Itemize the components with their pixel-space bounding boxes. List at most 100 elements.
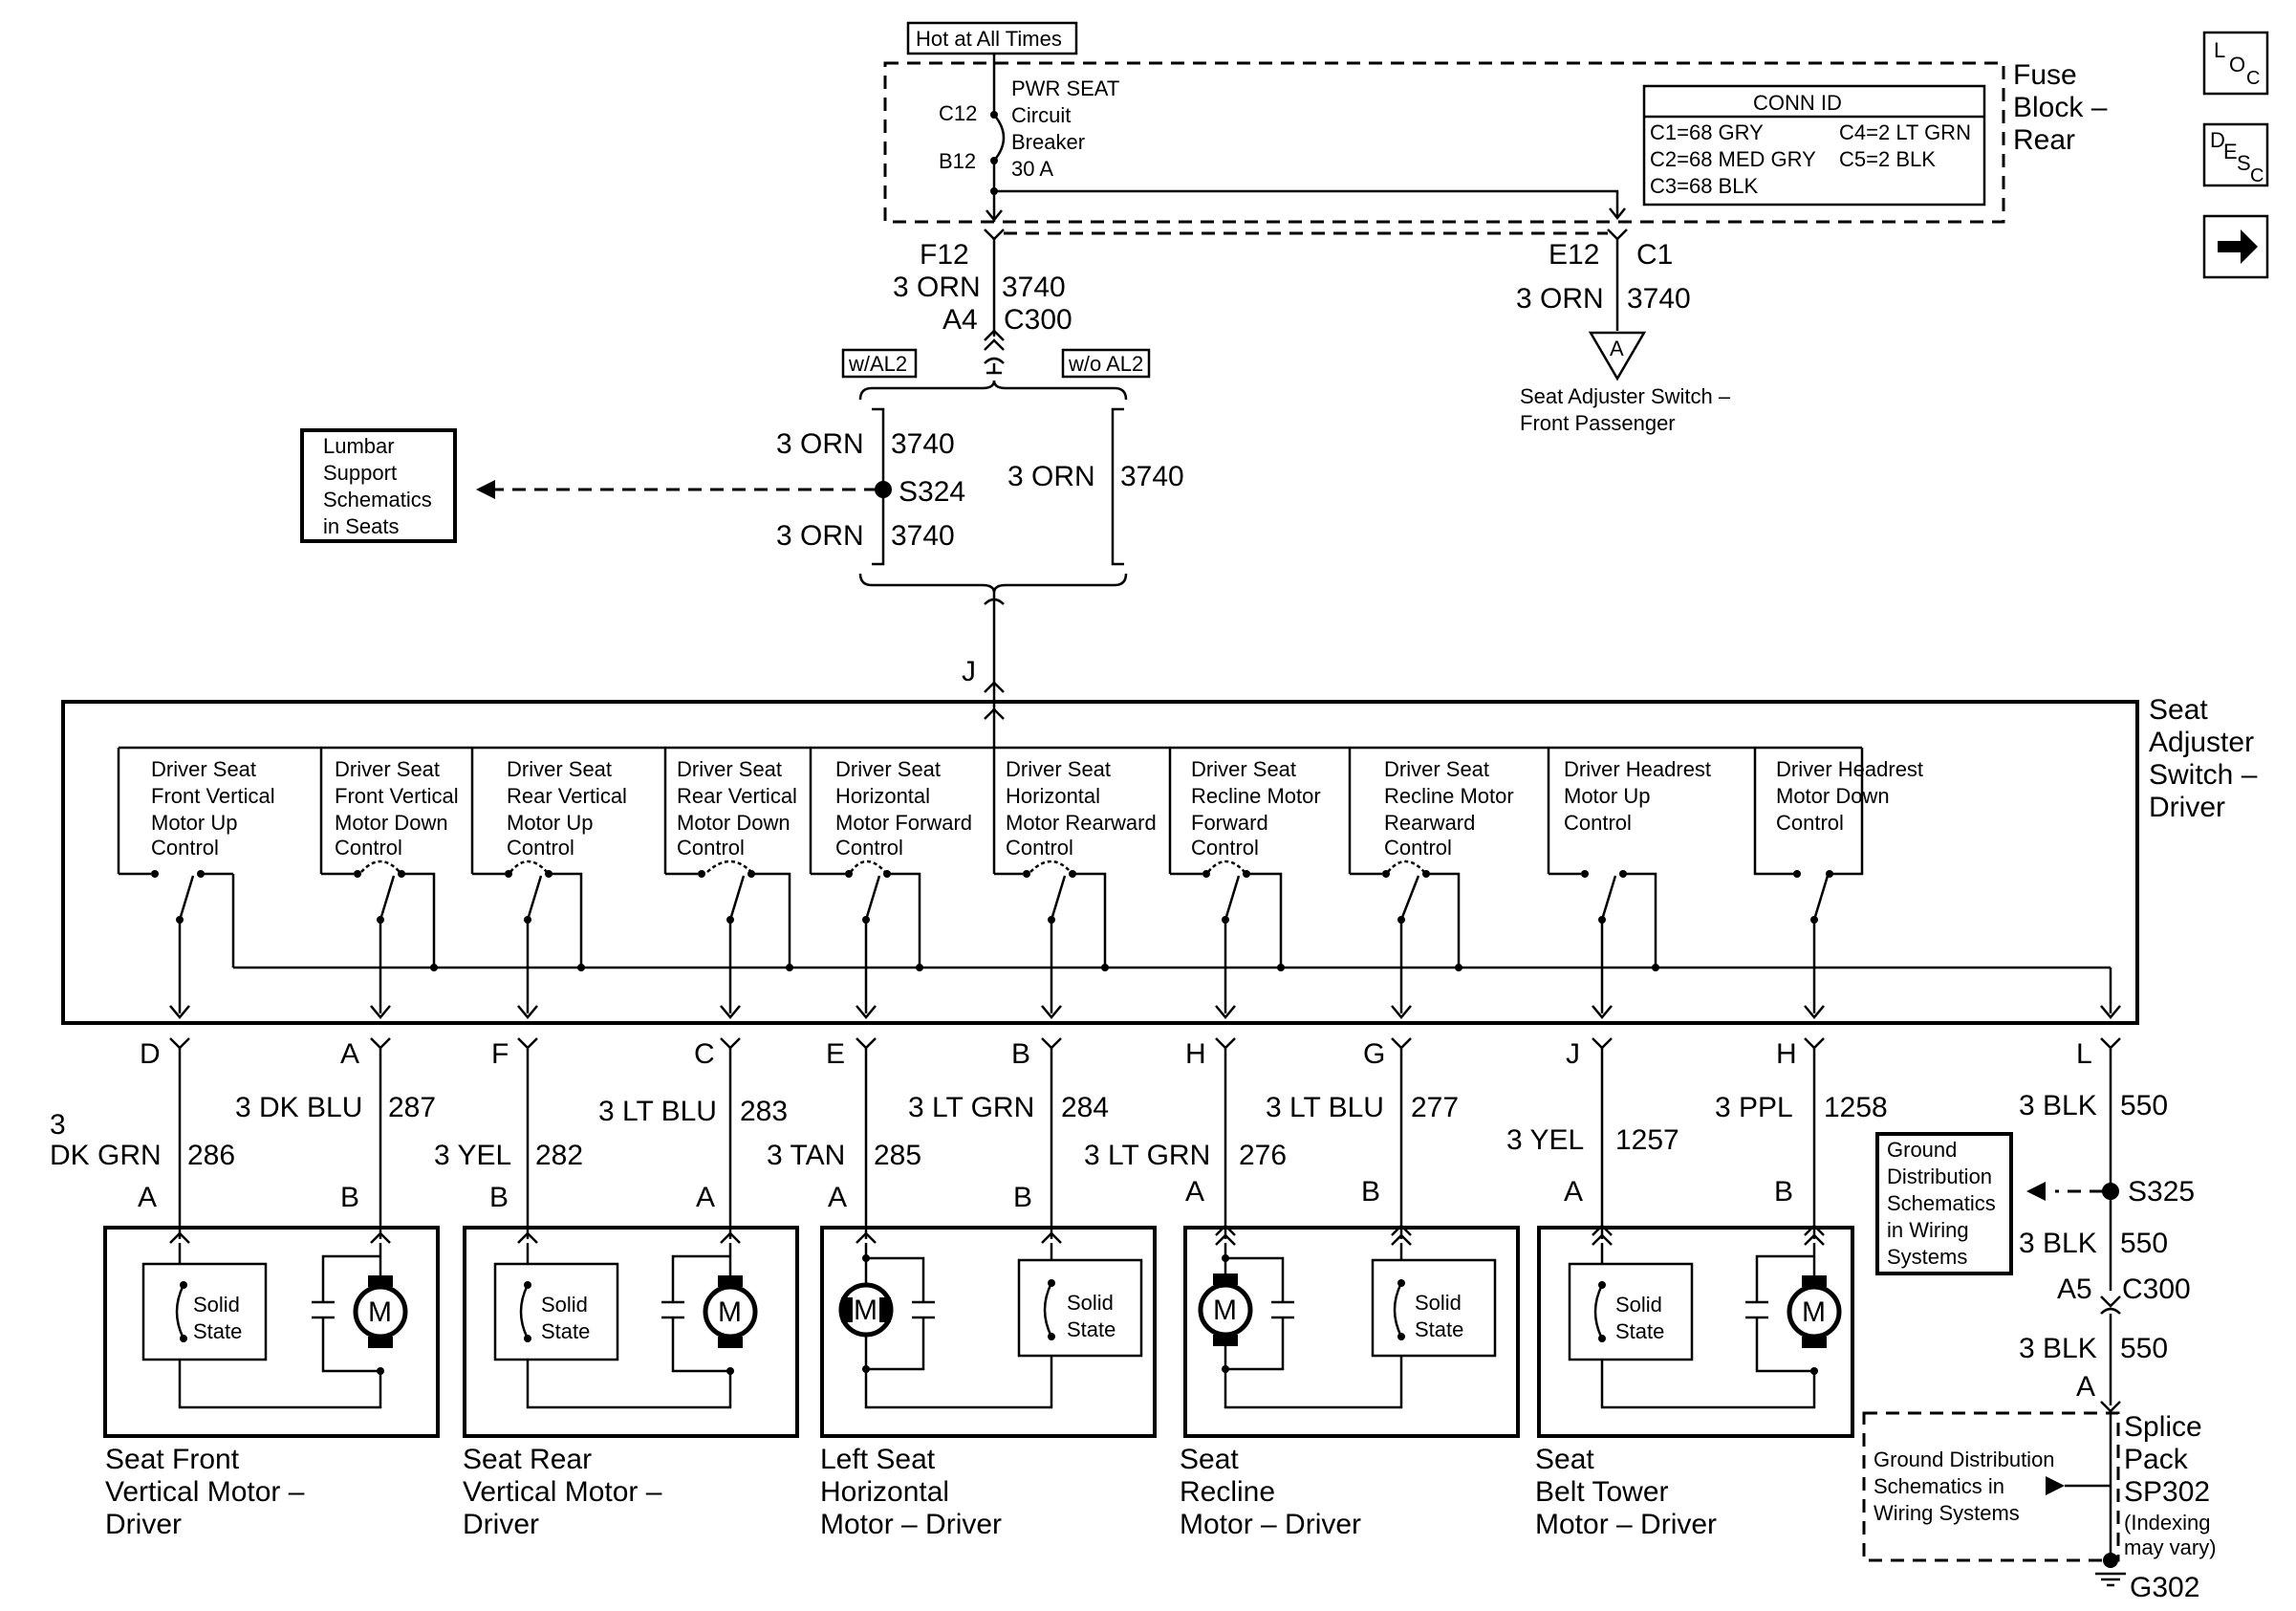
conn-c1: C1 xyxy=(1636,239,1673,271)
feed-wire-left: 3 ORN xyxy=(893,272,981,303)
svg-text:E: E xyxy=(2223,140,2238,163)
out7-wire: 3 LT GRN xyxy=(1084,1140,1210,1171)
motor3-name-1: Left Seat xyxy=(820,1444,936,1475)
ground-circuit-1: 550 xyxy=(2120,1090,2168,1121)
switch-front-up[interactable] xyxy=(117,748,233,1019)
switch-rear-down[interactable] xyxy=(663,748,793,1019)
out7-motor-pin: A xyxy=(1185,1176,1204,1208)
sw1-l2: Front Vertical xyxy=(151,784,275,808)
splice-top-wire: 3 ORN xyxy=(776,428,864,460)
sw4-l3: Motor Down xyxy=(677,811,791,835)
motor1-name-3: Driver xyxy=(105,1509,182,1540)
out9-wire: 3 YEL xyxy=(1506,1124,1584,1156)
switch-headrest-up[interactable] xyxy=(1547,748,1659,1019)
switch-front-down[interactable] xyxy=(319,748,438,1019)
lumbar-label-4: in Seats xyxy=(323,514,400,538)
solid-state-3a: Solid xyxy=(1067,1291,1114,1315)
ground-wire-2: 3 BLK xyxy=(2019,1228,2097,1259)
sw9-l2: Motor Up xyxy=(1564,784,1650,808)
out2-circuit: 287 xyxy=(388,1092,436,1123)
conn-id-title: CONN ID xyxy=(1753,91,1842,115)
switch-headrest-down[interactable] xyxy=(1753,748,1864,1019)
switch-horizontal-rearward[interactable] xyxy=(992,748,1109,1019)
feed-wire-right: 3 ORN xyxy=(1516,283,1604,315)
out5-pin: E xyxy=(826,1038,845,1070)
motor-symbol-3: M xyxy=(854,1295,877,1326)
switch-recline-rearward[interactable] xyxy=(1348,748,1462,1019)
svg-text:D: D xyxy=(2210,128,2225,152)
ground-pack-pin: A xyxy=(2076,1371,2095,1403)
alt-circuit: 3740 xyxy=(1120,461,1184,492)
out8-motor-pin: B xyxy=(1361,1176,1380,1208)
ground-dist-5: Systems xyxy=(1887,1245,1967,1269)
out7-circuit: 276 xyxy=(1239,1140,1287,1171)
conn-id-row-5: C5=2 BLK xyxy=(1839,147,1936,171)
hot-at-all-times-box xyxy=(906,21,1078,55)
sw4-l1: Driver Seat xyxy=(677,757,782,781)
passenger-switch-2: Front Passenger xyxy=(1520,411,1676,435)
svg-text:L: L xyxy=(2214,38,2225,62)
ground-circuit-2: 550 xyxy=(2120,1228,2168,1259)
switch-module-label-3: Switch – xyxy=(2149,759,2258,791)
solid-state-2a: Solid xyxy=(541,1293,588,1317)
desc-icon[interactable]: D E S C xyxy=(2202,122,2269,187)
sw6-l3: Motor Rearward xyxy=(1006,811,1157,835)
ground-circuit-3: 550 xyxy=(2120,1333,2168,1364)
conn-id-row-2: C2=68 MED GRY xyxy=(1650,147,1816,171)
sw10-l1: Driver Headrest xyxy=(1776,757,1923,781)
ground-wire-1: 3 BLK xyxy=(2019,1090,2097,1121)
sw5-l3: Motor Forward xyxy=(835,811,972,835)
feed-circuit-left: 3740 xyxy=(1002,272,1066,303)
arrow-right-icon[interactable] xyxy=(2202,214,2269,279)
solid-state-2b: State xyxy=(541,1319,590,1343)
sw10-l2: Motor Down xyxy=(1776,784,1890,808)
motor2-name-3: Driver xyxy=(463,1509,539,1540)
splice-pack-3: SP302 xyxy=(2124,1476,2210,1508)
out7-pin: H xyxy=(1185,1038,1206,1070)
ground-dist-box[interactable] xyxy=(1875,1132,2013,1275)
out3-circuit: 282 xyxy=(535,1140,583,1171)
sw6-l4: Control xyxy=(1006,836,1073,860)
out10-wire: 3 PPL xyxy=(1715,1092,1793,1123)
sw8-l2: Recline Motor xyxy=(1384,784,1514,808)
passenger-switch-1: Seat Adjuster Switch – xyxy=(1520,384,1731,408)
out5-motor-pin: A xyxy=(828,1182,847,1213)
sw2-l2: Front Vertical xyxy=(335,784,459,808)
splice-s325 xyxy=(2102,1183,2119,1200)
ground-pin-l: L xyxy=(2076,1038,2092,1070)
sw3-l3: Motor Up xyxy=(507,811,593,835)
lumbar-label-3: Schematics xyxy=(323,488,432,512)
splice-bottom-circuit: 3740 xyxy=(891,520,955,552)
switch-horizontal-forward[interactable] xyxy=(809,748,923,1019)
fuse-block-label-1: Fuse xyxy=(2013,59,2077,91)
sw7-l1: Driver Seat xyxy=(1191,757,1296,781)
motor-symbol-1: M xyxy=(368,1296,392,1328)
sw6-l2: Horizontal xyxy=(1006,784,1100,808)
sw2-l1: Driver Seat xyxy=(335,757,440,781)
out1-wire-2: DK GRN xyxy=(50,1140,162,1171)
out4-pin: C xyxy=(694,1038,715,1070)
switch-recline-forward[interactable] xyxy=(1168,748,1285,1019)
loc-icon[interactable]: L O C xyxy=(2202,31,2269,96)
out3-pin: F xyxy=(491,1038,509,1070)
lumbar-box[interactable] xyxy=(300,428,457,543)
lumbar-label-1: Lumbar xyxy=(323,434,395,458)
ground-a5: A5 xyxy=(2057,1274,2092,1305)
out4-wire: 3 LT BLU xyxy=(598,1096,717,1127)
splice-bottom-wire: 3 ORN xyxy=(776,520,864,552)
ground-dist2-2: Schematics in xyxy=(1874,1474,2004,1498)
out2-pin: A xyxy=(340,1038,359,1070)
ground-dist-2: Distribution xyxy=(1887,1165,1992,1188)
conn-id-row-1: C1=68 GRY xyxy=(1650,120,1764,144)
switch-pin-j: J xyxy=(962,656,976,687)
out3-motor-pin: B xyxy=(489,1182,509,1213)
solid-state-1b: State xyxy=(193,1319,242,1343)
motor5-name-2: Belt Tower xyxy=(1535,1476,1669,1508)
switch-group xyxy=(117,748,1864,1019)
ground-dist-1: Ground xyxy=(1887,1138,1957,1162)
sw8-l1: Driver Seat xyxy=(1384,757,1489,781)
sw1-l4: Control xyxy=(151,836,219,860)
ground-dist2-1: Ground Distribution xyxy=(1874,1448,2055,1471)
switch-rear-up[interactable] xyxy=(470,748,585,1019)
